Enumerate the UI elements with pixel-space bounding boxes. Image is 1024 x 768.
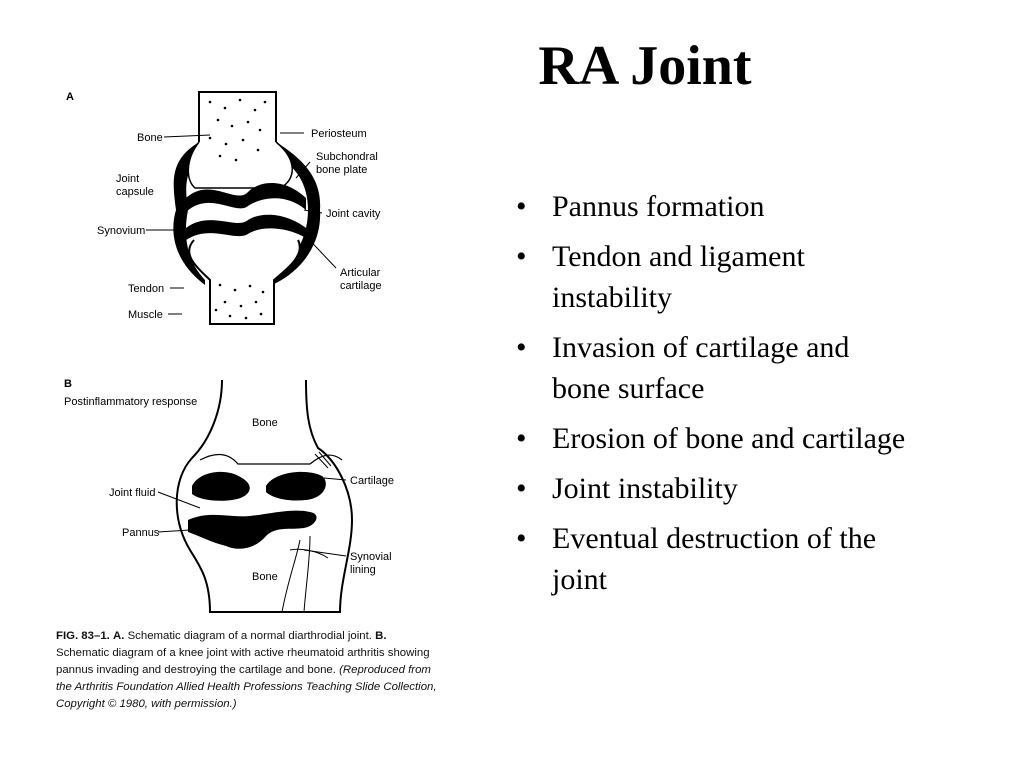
synovial-line-2	[303, 535, 311, 613]
label-synovial-line2: lining	[350, 564, 376, 576]
label-cartilage: Cartilage	[350, 475, 394, 487]
caption-a-text: Schematic diagram of a normal diarthrodi…	[127, 630, 372, 642]
panel-a-leader-lines	[146, 132, 337, 315]
pannus-mass	[188, 510, 317, 549]
upper-epiphysis	[187, 141, 293, 189]
bullet-item: Erosion of bone and cartilage	[508, 418, 908, 459]
panel-b-letter: B	[64, 378, 72, 390]
bullet-item: Pannus formation	[508, 186, 908, 227]
figure-caption: FIG. 83–1. A. Schematic diagram of a nor…	[56, 628, 442, 713]
slide-title: RA Joint	[538, 35, 752, 97]
label-periosteum: Periosteum	[311, 128, 367, 140]
bullet-list: Pannus formation Tendon and ligament ins…	[508, 186, 908, 609]
label-subchondral-line2: bone plate	[316, 164, 367, 176]
upper-condyle	[199, 453, 343, 465]
label-bone-top: Bone	[252, 417, 278, 429]
label-pannus: Pannus	[122, 527, 160, 539]
bone-speckles	[208, 98, 267, 320]
upper-cartilage-left	[192, 471, 250, 501]
panel-a-letter: A	[66, 91, 74, 103]
label-synovial-line1: Synovial	[350, 551, 392, 563]
joint-capsule-left	[173, 142, 205, 285]
bullet-item: Joint instability	[508, 468, 908, 509]
knee-outline	[175, 379, 354, 613]
caption-a-label: A.	[113, 630, 125, 642]
lower-bone	[188, 239, 301, 325]
joint-capsule-right	[272, 142, 321, 285]
label-muscle: Muscle	[128, 309, 163, 321]
label-joint-fluid: Joint fluid	[109, 487, 155, 499]
label-tendon: Tendon	[128, 283, 164, 295]
bullet-item: Tendon and ligament instability	[508, 236, 908, 318]
caption-fig-label: FIG. 83–1.	[56, 630, 110, 642]
label-articular-line1: Articular	[340, 267, 381, 279]
joint-figure: A	[64, 91, 394, 613]
panel-b-diagram: B Postinflammatory response	[64, 378, 394, 613]
panel-a-diagram: A	[66, 91, 382, 325]
label-articular-line2: cartilage	[340, 280, 382, 292]
label-joint-capsule-line2: capsule	[116, 186, 154, 198]
label-bone: Bone	[137, 132, 163, 144]
label-synovium: Synovium	[97, 225, 145, 237]
lower-articular-cartilage	[186, 214, 306, 240]
bullet-item: Eventual destruction of the joint	[508, 518, 908, 600]
upper-articular-cartilage	[186, 182, 306, 212]
panel-b-leader-lines	[157, 477, 347, 557]
label-joint-cavity: Joint cavity	[326, 208, 381, 220]
label-subchondral-line1: Subchondral	[316, 151, 378, 163]
label-bone-bottom: Bone	[252, 571, 278, 583]
synovial-line-1	[281, 539, 301, 613]
caption-b-label: B.	[375, 630, 387, 642]
bullet-item: Invasion of cartilage and bone surface	[508, 327, 908, 409]
label-joint-capsule-line1: Joint	[116, 173, 139, 185]
panel-b-heading: Postinflammatory response	[64, 396, 197, 408]
caption-b-text: Schematic diagram of a knee joint with a…	[56, 647, 430, 676]
upper-cartilage-right	[266, 471, 326, 501]
cartilage-hatch	[314, 450, 335, 469]
caption-credit: (Reproduced from the Arthritis Foundatio…	[56, 664, 437, 710]
